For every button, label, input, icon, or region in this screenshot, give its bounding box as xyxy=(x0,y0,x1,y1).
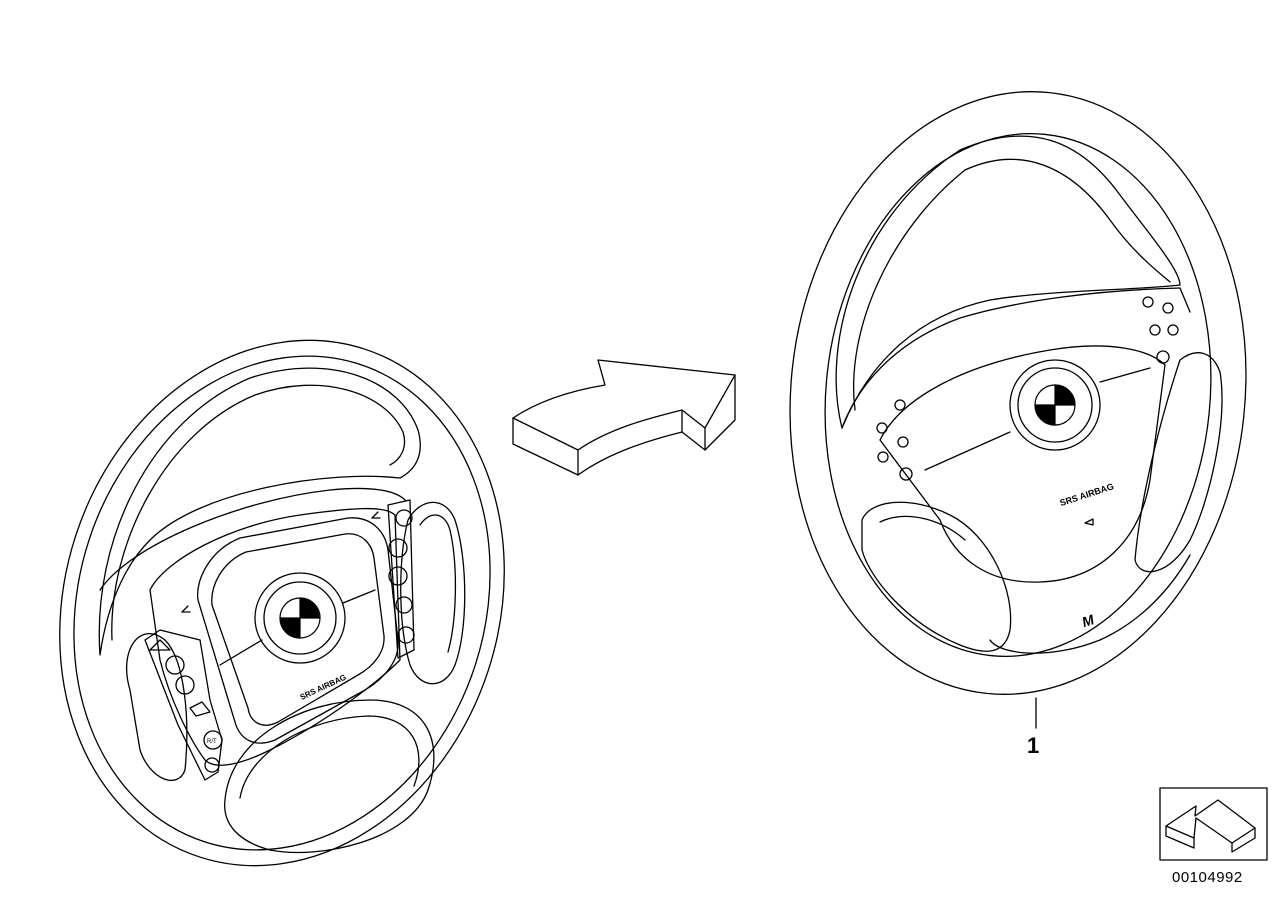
right-m-badge: M xyxy=(1080,611,1096,630)
right-airbag-text: SRS AIRBAG xyxy=(1059,481,1116,508)
brand-roundel-icon xyxy=(279,384,1076,639)
left-airbag-text: SRS AIRBAG xyxy=(299,673,348,702)
left-steering-wheel xyxy=(59,339,505,867)
transition-arrow-icon xyxy=(512,359,736,476)
right-steering-wheel xyxy=(789,91,1247,729)
callout-label-1: 1 xyxy=(1027,733,1040,758)
left-button-label: R/T xyxy=(207,739,217,745)
navigation-arrow-icon xyxy=(1159,787,1268,861)
diagram-code: 00104992 xyxy=(1172,869,1243,886)
